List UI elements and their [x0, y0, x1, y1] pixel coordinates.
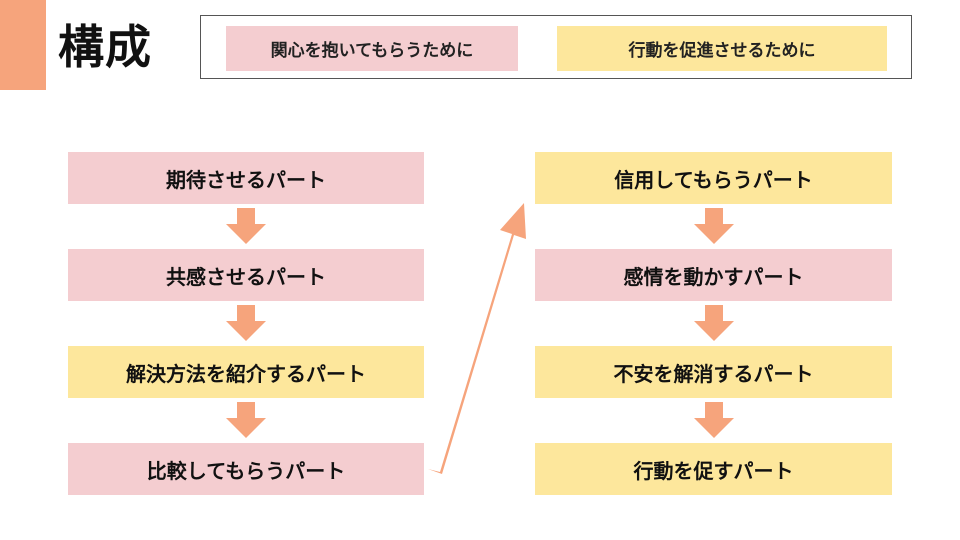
right-step-2: 感情を動かすパート — [535, 249, 892, 301]
down-arrow-icon — [694, 305, 734, 341]
down-arrow-icon — [226, 402, 266, 438]
slide-title: 構成 — [58, 20, 152, 74]
legend-yellow-item: 行動を促進させるために — [557, 26, 887, 71]
down-arrow-icon — [694, 402, 734, 438]
down-arrow-icon — [694, 208, 734, 244]
right-step-4: 行動を促すパート — [535, 443, 892, 495]
down-arrow-icon — [226, 208, 266, 244]
legend-pink-item: 関心を抱いてもらうために — [226, 26, 518, 71]
right-step-3: 不安を解消するパート — [535, 346, 892, 398]
left-step-1: 期待させるパート — [68, 152, 424, 204]
legend: 関心を抱いてもらうために 行動を促進させるために — [200, 15, 912, 79]
down-arrow-icon — [226, 305, 266, 341]
left-step-2: 共感させるパート — [68, 249, 424, 301]
left-step-3: 解決方法を紹介するパート — [68, 346, 424, 398]
right-step-1: 信用してもらうパート — [535, 152, 892, 204]
accent-bar — [0, 0, 46, 90]
left-step-4: 比較してもらうパート — [68, 443, 424, 495]
diagonal-arrow-icon — [420, 195, 540, 485]
